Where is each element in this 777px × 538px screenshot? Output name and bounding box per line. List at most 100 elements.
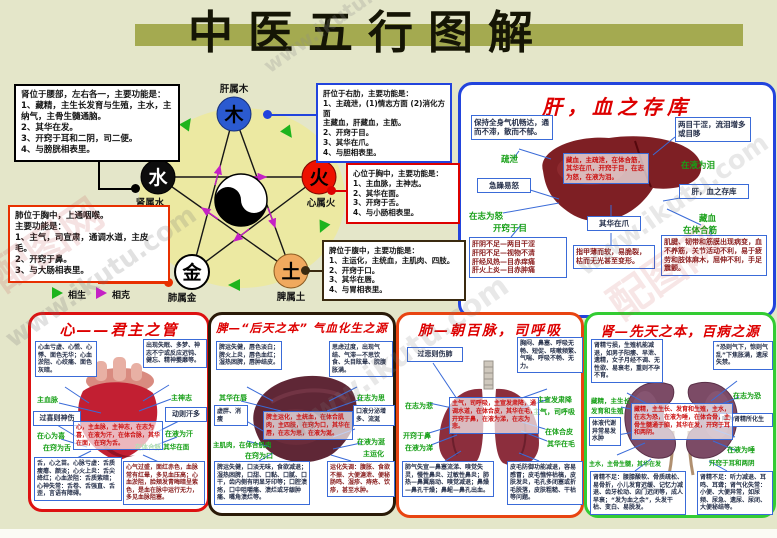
lung-center-text: 主气，司呼吸，主宣发肃降，通调水道，在体合皮，其华在毛，开窍于鼻，在液为涕，在志… — [449, 397, 539, 435]
heart-blood-label: 主血脉 — [37, 396, 58, 404]
kidney-water-label: 主水，主骨生髓，其华在发 — [589, 461, 662, 468]
element-metal-char: 金 — [181, 261, 202, 284]
spleen-panel-title: 脾—“后天之本” 气血化生之源 — [216, 321, 388, 335]
ke-legend-label: 相克 — [112, 291, 131, 301]
liver-tendon-detail: 肌腱、韧带和筋膜出现病变，血不养筋，关节活动不利，易于疲劳和肢体麻木，屈伸不利，… — [661, 235, 767, 276]
spleen-panel: 脾—“后天之本” 气血化生之源 脾运失健，唇色淡白；脾火上炎，唇色血红；湿热困脾… — [208, 312, 396, 516]
lung-nose-label: 开窍于鼻 — [403, 432, 431, 440]
element-fire-char: 火 — [309, 167, 329, 189]
liver-store-label: 藏血 — [699, 214, 717, 224]
ke-legend-icon — [96, 287, 107, 299]
five-element-diagram: 木 火 土 金 水 肝属木 心属火 脾属土 肺属金 肾属水 — [136, 83, 345, 304]
page-title: 中医五行图解 — [188, 6, 549, 59]
spleen-connector — [308, 270, 322, 272]
liver-shuxie-label: 疏泄 — [501, 155, 519, 165]
lung-summary-box: 肺位于胸中，上通咽喉。 主要功能是： 1、主气，司宣肃，通调水道，主皮毛。 2、… — [8, 205, 170, 284]
heart-sweat-box: 动则汗多 — [165, 407, 207, 422]
sheng-legend-icon — [52, 287, 63, 299]
heart-connector — [334, 190, 346, 192]
lung-skin-label: 在体合皮 — [545, 428, 573, 436]
kidney-fear-box: “恐则气下，惊则气乱”下焦胀满，遗尿失禁。 — [713, 341, 773, 370]
spleen-transport-label: 主运化 — [363, 450, 384, 458]
heart-center-text: 心，主血脉，主神志，在志为喜，在液为汗，在体合脉，其华在面，在窍为舌。 — [73, 421, 163, 451]
liver-anger-label: 在志为怒 — [469, 212, 504, 222]
liver-tears-label: 在液为泪 — [681, 161, 716, 171]
heart-joy-label: 在心为喜 — [37, 432, 65, 440]
label-earth: 脾属土 — [276, 291, 306, 303]
spleen-summary-box: 脾位于腹中，主要功能是： 1、主运化，主统血，主肌肉、四肢。 2、开窍于口。 3… — [322, 240, 466, 301]
heart-mind-label: 主神志 — [171, 394, 192, 402]
spleen-muscle-label: 主肌肉，在体合肌肉 — [213, 441, 272, 449]
heart-sweat-label: 在液为汗 — [165, 430, 193, 438]
element-water-char: 水 — [148, 167, 168, 189]
kidney-ear-label: 开窍于耳和两阴 — [709, 459, 755, 467]
liver-panel-title: 肝，血之存库 — [542, 95, 692, 119]
liver-panel: 肝，血之存库 保持全身气机畅达，通而不滞，散而不郁。 疏泄 两目干涩，流泪增多或… — [458, 82, 776, 318]
spleen-saliva-label: 在液为涎 — [357, 438, 385, 446]
liver-connector — [270, 114, 316, 116]
kidney-connector — [98, 162, 100, 190]
lung-panel-title: 肺—朝百脉，司呼吸 — [418, 323, 562, 339]
label-fire: 心属火 — [307, 198, 336, 209]
heart-tongue-detail: 舌，心之苗。心脉亏虚：舌质瘦瘪、颜淡；心火上炎：舌尖绛红；心血淤阻：舌质紫暗；心… — [34, 457, 122, 501]
liver-center-text: 藏血，主疏泄，在体合筋，其华在爪，开窍于目，在志为怒，在液为泪。 — [563, 153, 649, 185]
spleen-thought-box: 思虑过度，出现气结、气滞—不思饮食、头目眩晕、脘腹胀满。 — [329, 341, 393, 377]
heart-blood-box: 心血亏虚、心慌、心悸、面色无华；心血淤阻、心绞痛、面色灰暗。 — [35, 341, 97, 377]
spleen-transport-detail: 运化失调：腹胀、食欲不振、大便溏泄、便秘肠鸣、湿疹、痔疮、饮疹，甚至水肿。 — [327, 461, 395, 497]
kidney-bone-detail: 肾精不足：腰膝酸软、骨质疏松、易骨折，小儿发育迟缓、记忆力减退、齿牙松动、囟门迟… — [590, 471, 686, 515]
spleen-fat-box: 虚胖、消瘦 — [214, 405, 248, 426]
kidney-panel: 肾—先天之本，百病之源 肾精亏损，生殖机能减退，如男子阳痿、早泄、遗精，女子月经… — [584, 312, 776, 518]
lung-sad-box: 过悲则伤肺 — [407, 347, 463, 362]
kidney-fear-label: 在志为恐 — [733, 392, 761, 400]
element-metal — [174, 254, 210, 290]
heart-face-detail: 心气过盛，面红赤色，血脉常有红晕，多见血压高；心血淤阻，脸颊发青晦暗呈紫色，是血… — [123, 461, 205, 505]
spleen-connector-dot — [301, 266, 310, 275]
liver-eye-label: 开窍于目 — [493, 224, 528, 234]
liver-tendon-label: 在体合筋 — [683, 226, 718, 236]
kidney-water-box: 体液代谢异常易发水肿 — [589, 417, 621, 446]
spleen-lip-label: 其华在唇 — [219, 394, 247, 402]
spleen-thought-label: 在志为思 — [357, 394, 385, 402]
kidney-ear-detail: 肾精不足：听力减退、耳鸣、耳聋；肾气化失常：小便、大便异常，如尿频、尿急、遗尿、… — [697, 471, 773, 515]
heart-panel: 心——君主之管 心血亏虚、心慌、心悸、面色无华；心血淤阻、心绞痛、面色灰暗。 出… — [28, 312, 210, 512]
liver-store-box: 肝，血之存库 — [679, 184, 749, 200]
kidney-summary-box: 肾位于腰部，左右各一，主要功能是： 1、藏精，主生长发育与生殖，主水，主纳气，主… — [14, 84, 180, 163]
lung-hair-label: 其华在毛 — [547, 440, 575, 448]
lung-xuanfa-label: 主宣发肃降 — [537, 396, 572, 404]
lung-panel: 肺—朝百脉，司呼吸 过悲则伤肺 胸闷、鼻塞、呼吸无畅、短促、咳嗽频繁、气喘、呼吸… — [396, 312, 584, 518]
heart-panel-title: 心——君主之管 — [59, 321, 179, 339]
sheng-legend-label: 相生 — [68, 291, 87, 301]
lung-nose-detail: 肺气失宣—鼻塞流涕、嗅觉失灵，慢性鼻炎、过敏性鼻炎；肺热—鼻翼扇动、嗅觉减退；鼻… — [402, 461, 494, 497]
kidney-saliva-label: 在液为唾 — [727, 446, 755, 454]
lung-qi-label: 主气，司呼吸 — [533, 408, 575, 416]
kidney-center-text: 藏精，主生长、发育和生殖，主水，在志为恐，在液为唾，在体合骨，主骨生髓通于脑，其… — [631, 403, 733, 441]
taiji-symbol — [214, 173, 268, 227]
liver-claw-box: 其华在爪 — [587, 216, 641, 232]
title-underline-bar — [135, 24, 743, 46]
liver-eye-detail: 肝阴不足—两目干涩 肝阳不足—视物不清 肝经风热—目赤痒痛 肝火上炎—目赤肿痛 — [469, 237, 567, 278]
kidney-connector-h — [98, 188, 136, 190]
kidney-jing-label: 藏精，主生长 发育和生殖 — [591, 397, 630, 415]
liver-anger-box: 急躁易怒 — [477, 178, 531, 194]
liver-connector-dot — [263, 110, 272, 119]
lung-ti-label: 在液为涕 — [405, 444, 433, 452]
heart-summary-box: 心位于胸中，主要功能是： 1、主血脉，主神志。 2、其华在面。 3、开窍于舌。 … — [346, 163, 460, 224]
element-wood — [216, 96, 252, 132]
element-wood-char: 木 — [223, 103, 244, 126]
heart-mind-box: 出现失眠、多梦、神志不宁或反应迟钝、健忘、精神萎靡等。 — [143, 339, 207, 368]
lung-chest-box: 胸闷、鼻塞、呼吸无畅、短促、咳嗽频繁、气喘、呼吸不畅、无力。 — [517, 337, 583, 373]
spleen-lip-box: 脾运失健，唇色淡白；脾火上炎，唇色血红；湿热困脾，唇肿结皮。 — [216, 341, 282, 370]
ke-arrows — [200, 164, 277, 242]
label-wood: 肝属木 — [220, 83, 249, 95]
element-earth-char: 土 — [281, 261, 300, 283]
lung-skin-detail: 皮毛防御功能减退，容易感冒；皮毛憔悴枯槁，皮肤发炎，毛孔多闭塞或折毛脱落，皮肤粗… — [507, 461, 583, 505]
heart-joy-box: 过喜则神伤 — [33, 411, 81, 426]
spleen-saliva-box: 口液分泌增多、流涎 — [353, 405, 395, 426]
heart-connector-dot — [327, 186, 336, 195]
lung-sad-label: 在志为悲 — [405, 402, 433, 410]
liver-summary-box: 肝位于右肋，主要功能是： 1、主疏泄，(1)情志方面 (2)消化方面 主藏血，肝… — [316, 83, 452, 164]
kidney-panel-title: 肾—先天之本，百病之源 — [600, 324, 760, 340]
spleen-mouth-detail: 脾运失健，口淡无味，食欲减退；湿热困脾，口甜、口黏、口腻、口干，齿内侧有明显牙印… — [214, 461, 310, 505]
kidney-connector-dot — [131, 184, 140, 193]
